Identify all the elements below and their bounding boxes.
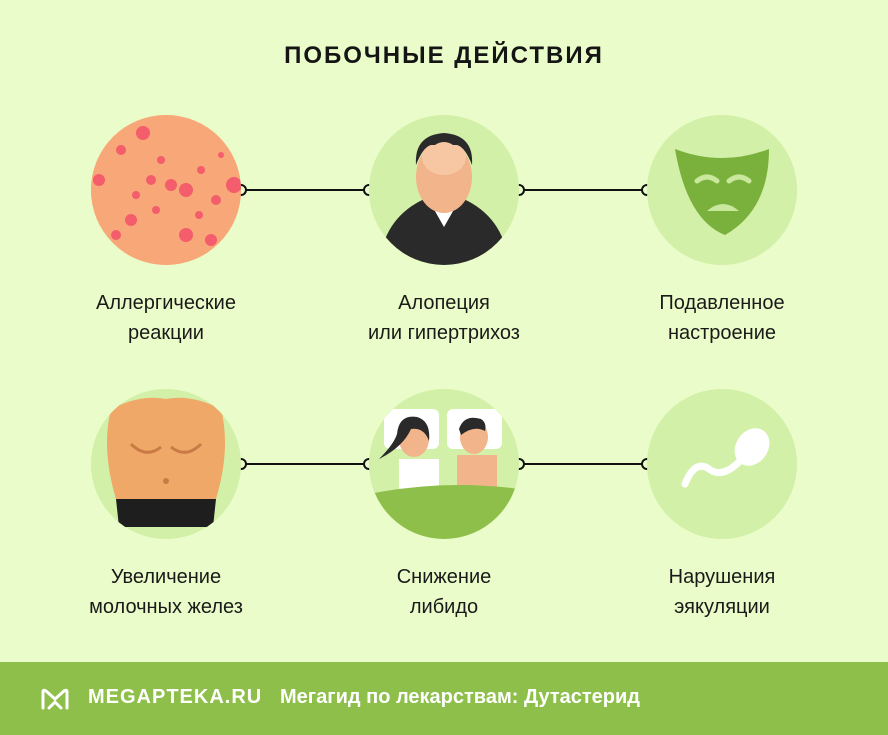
label-line: Снижение bbox=[396, 566, 492, 588]
label-line: Алопеция bbox=[398, 292, 490, 314]
label-libido: Снижение либидо bbox=[324, 562, 564, 622]
megapteka-logo-icon bbox=[41, 688, 69, 710]
sad-mask-icon bbox=[647, 115, 797, 265]
label-line: либидо bbox=[409, 596, 479, 618]
label-mood: Подавленное настроение bbox=[602, 288, 842, 348]
label-line: реакции bbox=[128, 322, 204, 344]
balding-man-icon bbox=[369, 115, 519, 265]
footer-tagline: Мегагид по лекарствам: Дутастерид bbox=[280, 686, 640, 708]
label-line: Подавленное bbox=[659, 292, 785, 314]
brand-link[interactable]: MEGAPTEKA.RU bbox=[88, 686, 263, 708]
ejaculation-circle bbox=[647, 389, 797, 539]
label-allergy: Аллергические реакции bbox=[46, 288, 286, 348]
torso-icon bbox=[91, 389, 241, 539]
label-line: Нарушения bbox=[668, 566, 776, 588]
label-line: или гипертрихоз bbox=[368, 322, 520, 344]
gynecomastia-circle bbox=[91, 389, 241, 539]
label-gynecomastia: Увеличение молочных желез bbox=[46, 562, 286, 622]
alopecia-circle bbox=[369, 115, 519, 265]
allergy-rash-icon bbox=[91, 115, 241, 265]
label-line: молочных желез bbox=[89, 596, 243, 618]
label-line: настроение bbox=[667, 322, 777, 344]
allergy-circle bbox=[91, 115, 241, 265]
label-line: Аллергические bbox=[96, 292, 236, 314]
label-line: эякуляции bbox=[674, 596, 770, 618]
label-alopecia: Алопеция или гипертрихоз bbox=[324, 288, 564, 348]
page-title: ПОБОЧНЫЕ ДЕЙСТВИЯ bbox=[284, 42, 604, 69]
label-line: Увеличение bbox=[110, 566, 222, 588]
label-ejaculation: Нарушения эякуляции bbox=[602, 562, 842, 622]
footer-bar: MEGAPTEKA.RU Мегагид по лекарствам: Дута… bbox=[0, 662, 888, 735]
mood-circle bbox=[647, 115, 797, 265]
libido-circle bbox=[369, 389, 519, 539]
couple-in-bed-icon bbox=[369, 389, 519, 539]
sperm-icon bbox=[647, 389, 797, 539]
